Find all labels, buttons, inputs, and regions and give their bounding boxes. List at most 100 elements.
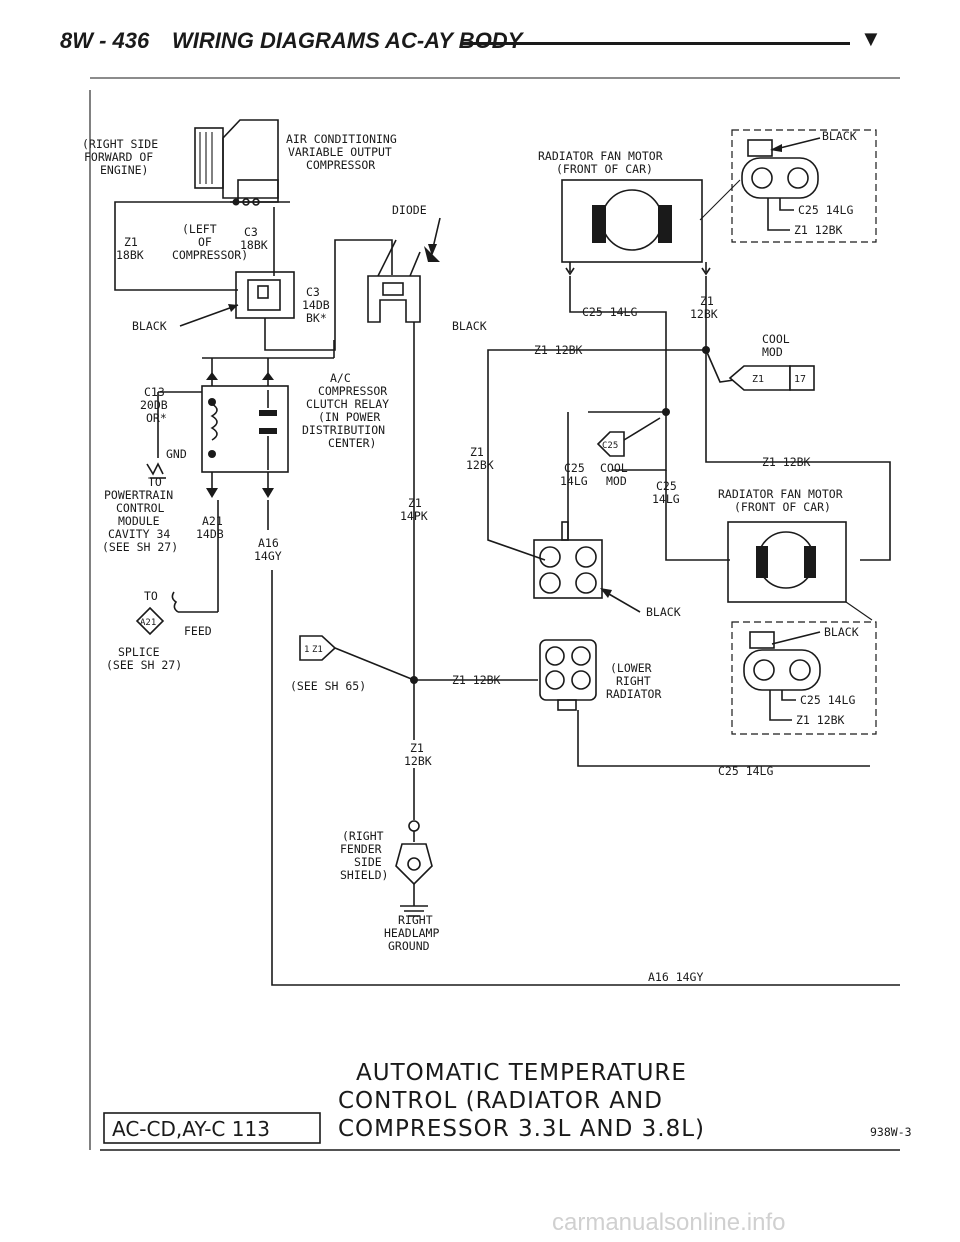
wire-label: BLACK xyxy=(822,129,857,143)
wire-label: GND xyxy=(166,447,187,461)
top-connector xyxy=(731,129,877,243)
wire-label: MOD xyxy=(762,345,783,359)
wire-label: SIDE xyxy=(354,855,382,869)
wire-label: Z1 12BK xyxy=(794,223,843,237)
wire-label: SHIELD) xyxy=(340,868,388,882)
wire-label: 12BK xyxy=(404,754,432,768)
wire-label: MOD xyxy=(606,474,627,488)
lower-radiator-connector xyxy=(539,639,870,767)
four-way-connector xyxy=(533,408,730,613)
wire-label: FEED xyxy=(184,624,212,638)
wire-label: COOL xyxy=(600,461,628,475)
page-code: 8W - 436 xyxy=(60,28,150,53)
wire-label: C25 xyxy=(602,441,618,451)
wire-label: 17 xyxy=(794,374,806,385)
wire-label: COMPRESSOR) xyxy=(172,248,248,262)
wire-label: 14DB xyxy=(302,298,330,312)
wire-label: 1 xyxy=(304,645,309,655)
wire-label: RIGHT xyxy=(398,913,433,927)
radiator-fan-motor-top xyxy=(487,179,815,561)
label-relay: A/C xyxy=(330,371,351,385)
wire-label: A21 xyxy=(140,618,156,628)
watermark: carmanualsonline.info xyxy=(552,1209,785,1236)
wire-label: (SEE SH 65) xyxy=(290,679,366,693)
wire-label: OR* xyxy=(146,411,167,425)
ac-compressor-icon xyxy=(194,119,290,206)
wire-label: C25 14LG xyxy=(582,305,637,319)
wire-label: COOL xyxy=(762,332,790,346)
wire-label: 14LG xyxy=(560,474,588,488)
title-line-2: CONTROL (RADIATOR AND xyxy=(338,1088,663,1114)
title-box: AC-CD,AY-C 113 xyxy=(112,1117,270,1141)
title-line-1: AUTOMATIC TEMPERATURE xyxy=(356,1060,687,1086)
label-diode: DIODE xyxy=(392,203,427,217)
wire-label: 12BK xyxy=(466,458,494,472)
wire-label: TO xyxy=(144,589,158,603)
wire-label: Z1 12BK xyxy=(762,455,811,469)
wire-label: BLACK xyxy=(132,319,167,333)
wire-label: 14PK xyxy=(400,509,428,523)
wire-label: C25 xyxy=(656,479,677,493)
wire-label: GROUND xyxy=(388,939,430,953)
wire-label: C25 14LG xyxy=(718,764,773,778)
wire-label: (LEFT xyxy=(182,222,217,236)
wire-label: A16 14GY xyxy=(648,970,703,984)
wire-label: Z1 xyxy=(752,374,764,385)
wire-label: BLACK xyxy=(824,625,859,639)
diagram-labels: (RIGHT SIDE FORWARD OF ENGINE) AIR CONDI… xyxy=(82,129,859,984)
wire-label: CLUTCH RELAY xyxy=(306,397,389,411)
page-title: WIRING DIAGRAMS AC-AY BODY xyxy=(172,28,523,53)
wire-label: C3 xyxy=(306,285,320,299)
wire-label: CENTER) xyxy=(328,436,376,450)
wire-label: Z1 xyxy=(408,496,422,510)
ground-bus xyxy=(299,322,538,917)
wire-label: Z1 12BK xyxy=(534,343,583,357)
wire-label: Z1 xyxy=(410,741,424,755)
wire-label: COMPRESSOR xyxy=(318,384,387,398)
wire-label: TO xyxy=(148,475,162,489)
frame-lines xyxy=(89,77,900,1151)
feed-wires xyxy=(135,500,900,986)
wire-label: C13 xyxy=(144,385,165,399)
page-marker-icon: ▼ xyxy=(860,26,882,51)
page-header: 8W - 436 WIRING DIAGRAMS AC-AY BODY ▼ xyxy=(60,24,890,58)
wire-label: ENGINE) xyxy=(100,163,148,177)
wire-label: Z1 xyxy=(470,445,484,459)
wire-label: Z1 xyxy=(700,294,714,308)
wire-label: Z1 xyxy=(124,235,138,249)
wire-label: 18BK xyxy=(116,248,144,262)
label-fan-motor-top: RADIATOR FAN MOTOR xyxy=(538,149,663,163)
wire-label: C25 xyxy=(564,461,585,475)
radiator-fan-motor-lower xyxy=(705,350,891,621)
wire-label: CAVITY 34 xyxy=(108,527,170,541)
wire-label: FENDER xyxy=(340,842,382,856)
wire-label: C3 xyxy=(244,225,258,239)
wire-label: FORWARD OF xyxy=(84,150,153,164)
wire-label: (FRONT OF CAR) xyxy=(556,162,653,176)
wire-label: C25 14LG xyxy=(798,203,853,217)
wire-label: (RIGHT xyxy=(342,829,384,843)
compressor-wires xyxy=(114,201,393,351)
ac-clutch-relay xyxy=(146,340,335,498)
wire-label: 18BK xyxy=(240,238,268,252)
wire-label: RADIATOR xyxy=(606,687,661,701)
wire-label: Z1 12BK xyxy=(452,673,501,687)
title-block: AUTOMATIC TEMPERATURE CONTROL (RADIATOR … xyxy=(103,1060,912,1144)
wire-label: BLACK xyxy=(646,605,681,619)
wire-label: 14LG xyxy=(652,492,680,506)
label-fan-motor-lower: RADIATOR FAN MOTOR xyxy=(718,487,843,501)
wire-label: (SEE SH 27) xyxy=(102,540,178,554)
wire-label: 14GY xyxy=(254,549,282,563)
label-right-side: (RIGHT SIDE xyxy=(82,137,158,151)
wire-label: OF xyxy=(198,235,212,249)
wire-label: A16 xyxy=(258,536,279,550)
wire-label: (FRONT OF CAR) xyxy=(734,500,831,514)
wire-label: (SEE SH 27) xyxy=(106,658,182,672)
wire-label: CONTROL xyxy=(116,501,165,515)
wire-label: MODULE xyxy=(118,514,160,528)
wire-label: BLACK xyxy=(452,319,487,333)
wire-label: VARIABLE OUTPUT xyxy=(288,145,392,159)
wire-label: C25 14LG xyxy=(800,693,855,707)
